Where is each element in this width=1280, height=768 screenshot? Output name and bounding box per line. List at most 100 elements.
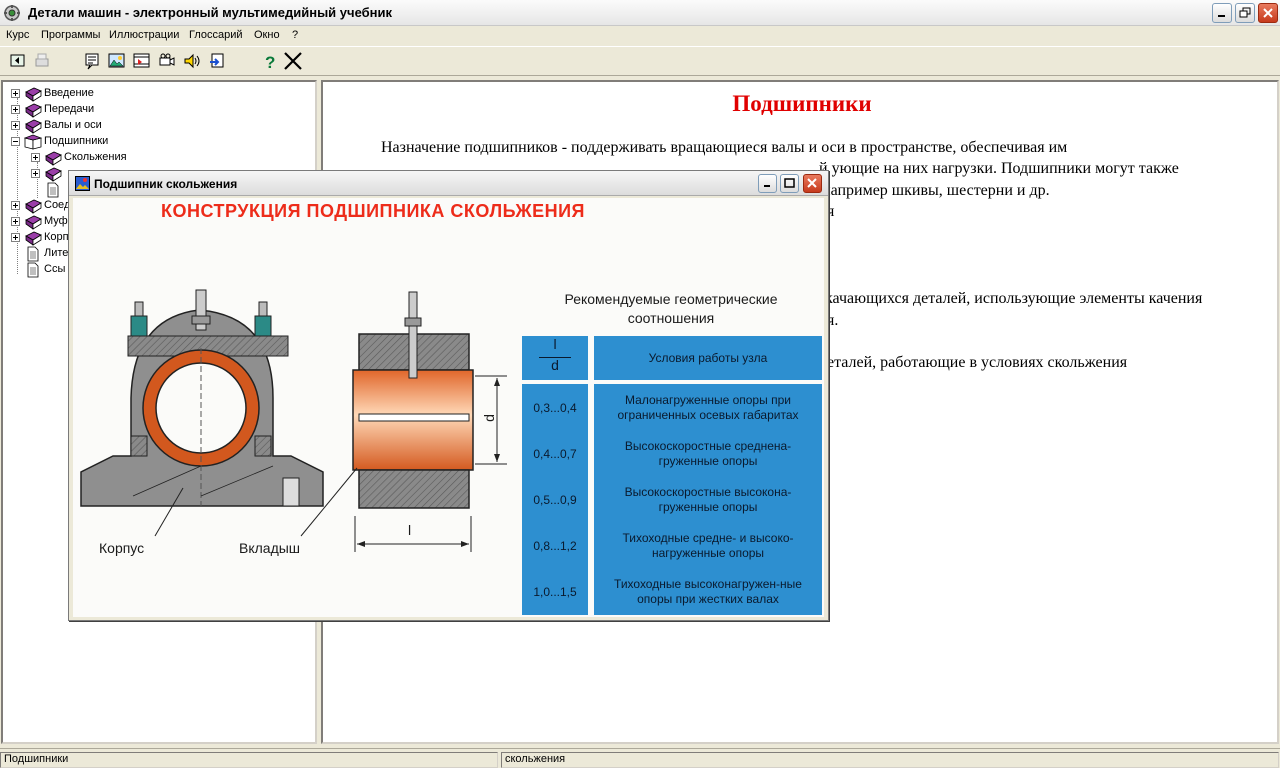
picture-icon (75, 176, 90, 191)
toolbar: ? (0, 46, 1280, 76)
tree-item-label: Муф (44, 215, 68, 227)
restore-button[interactable] (1235, 3, 1255, 23)
bearing-drawing (80, 289, 507, 552)
tree-item-label: Ссы (44, 263, 66, 275)
book-icon (25, 215, 42, 230)
conditions-header: Условия работы узла (594, 336, 822, 380)
status-topic: скольжения (501, 752, 1279, 768)
bearing-poster: КОНСТРУКЦИЯ ПОДШИПНИКА СКОЛЬЖЕНИЯ (73, 198, 824, 617)
book-icon (25, 199, 42, 214)
book-icon (45, 167, 62, 182)
menu-help[interactable]: ? (292, 29, 299, 41)
tree-item-label: Передачи (44, 103, 95, 115)
page-icon (27, 262, 39, 278)
child-close-button[interactable] (803, 174, 822, 193)
poster-title: КОНСТРУКЦИЯ ПОДШИПНИКА СКОЛЬЖЕНИЯ (161, 201, 585, 221)
caption-liner: Вкладыш (239, 540, 301, 556)
dimension-l-label: l (408, 522, 412, 538)
print-icon[interactable] (32, 51, 52, 71)
tree-item-label: Корп (44, 231, 69, 243)
export-icon[interactable] (207, 51, 227, 71)
close-tools-icon[interactable] (283, 51, 303, 71)
collapse-icon[interactable] (11, 137, 20, 146)
close-button[interactable] (1258, 3, 1278, 23)
close-icon (1263, 8, 1273, 18)
child-minimize-button[interactable] (758, 174, 777, 193)
video-icon[interactable] (157, 51, 177, 71)
expand-icon[interactable] (11, 89, 20, 98)
app-gear-icon (4, 5, 20, 21)
ratio-cell: 0,5...0,9 (533, 492, 577, 507)
child-window-title: Подшипник скольжения (94, 177, 238, 191)
minimize-icon (1218, 15, 1225, 17)
ratio-table: l d Условия работы узла 0,3...0,4 Малона… (522, 336, 822, 617)
ratio-cell: 0,3...0,4 (533, 400, 577, 415)
tree-item-label: Скольжения (64, 151, 127, 163)
illustration-window[interactable]: Подшипник скольжения КОНСТРУКЦИЯ ПОДШИПН… (68, 170, 829, 621)
tree-item-label: Подшипники (44, 135, 109, 147)
animation-icon[interactable] (132, 51, 152, 71)
expand-icon[interactable] (11, 105, 20, 114)
menu-programs[interactable]: Программы (41, 29, 101, 41)
menu-glossary[interactable]: Глоссарий (189, 29, 243, 41)
menu-kurs[interactable]: Курс (6, 29, 30, 41)
minimize-button[interactable] (1212, 3, 1232, 23)
tree-item-label: Валы и оси (44, 119, 102, 131)
close-icon (807, 178, 817, 188)
minimize-icon (764, 185, 770, 187)
child-title-bar[interactable]: Подшипник скольжения (69, 171, 828, 196)
book-icon (25, 231, 42, 246)
expand-icon[interactable] (11, 217, 20, 226)
page-icon (47, 182, 59, 198)
ratio-header: l d (522, 336, 588, 380)
leader-line (154, 487, 184, 537)
status-bar: Подшипники скольжения (0, 748, 1280, 768)
exit-to-start-icon[interactable] (8, 51, 28, 71)
expand-icon[interactable] (31, 169, 40, 178)
restore-icon (1239, 7, 1251, 18)
book-icon (45, 151, 62, 166)
maximize-icon (784, 178, 795, 188)
condition-cell: Высокоскоростные среднена-груженные опор… (624, 439, 792, 468)
ratio-cell: 0,8...1,2 (533, 538, 577, 553)
table-heading: Рекомендуемые геометрические соотношения (564, 291, 778, 326)
housing-front-view (80, 289, 324, 507)
leader-line (300, 467, 358, 537)
notes-icon[interactable] (82, 51, 102, 71)
ratio-column (522, 384, 588, 615)
expand-icon[interactable] (11, 233, 20, 242)
book-icon (25, 103, 42, 118)
condition-cell: Тихоходные средне- и высоко-нагруженные … (622, 531, 794, 560)
book-icon (25, 87, 42, 102)
child-maximize-button[interactable] (780, 174, 799, 193)
menu-illustrations[interactable]: Иллюстрации (109, 29, 180, 41)
menu-window[interactable]: Окно (254, 29, 280, 41)
sound-icon[interactable] (182, 51, 202, 71)
ratio-cell: 1,0...1,5 (533, 584, 577, 599)
condition-cell: Тихоходные высоконагружен-ные опоры при … (614, 577, 802, 606)
title-bar: Детали машин - электронный мультимедийны… (0, 0, 1280, 26)
open-book-icon (24, 134, 42, 150)
ratio-cell: 0,4...0,7 (533, 446, 577, 461)
paragraph-line: еталей, работающие в условиях скольжения (827, 354, 1128, 371)
expand-icon[interactable] (11, 201, 20, 210)
help-icon[interactable]: ? (260, 51, 280, 71)
condition-cell: Высокоскоростные высокона-груженные опор… (624, 485, 792, 514)
fraction-bar (539, 357, 571, 358)
paragraph-line: Назначение подшипников - поддерживать вр… (381, 139, 1068, 156)
page-title: Подшипники (732, 91, 872, 116)
tree-item-label: Соед (44, 199, 71, 211)
expand-icon[interactable] (11, 121, 20, 130)
expand-icon[interactable] (31, 153, 40, 162)
paragraph-line: например шкивы, шестерни и др. (822, 182, 1050, 199)
menu-bar: Курс Программы Иллюстрации Глоссарий Окн… (0, 26, 1280, 45)
illustration-icon[interactable] (107, 51, 127, 71)
paragraph-line: я (827, 203, 835, 220)
condition-cell: Малонагруженные опоры при ограниченных о… (617, 393, 799, 422)
window-title: Детали машин - электронный мультимедийны… (28, 5, 393, 20)
book-icon (25, 119, 42, 134)
paragraph-line: качающихся деталей, использующие элемент… (825, 290, 1203, 307)
conditions-column (594, 384, 822, 615)
tree-item-label: Лите (44, 247, 69, 259)
paragraph-line: я. (827, 312, 839, 329)
